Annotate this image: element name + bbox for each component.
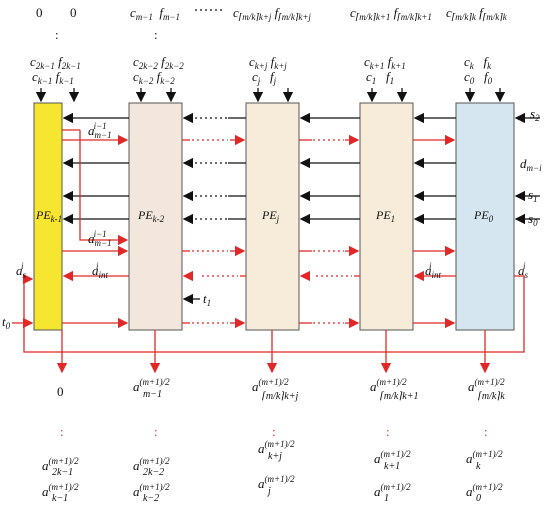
output-col4-bot: a(m+1)/2 (466, 482, 503, 499)
label-a-int-right: ainti (425, 261, 442, 280)
vdots-out-1: : (154, 424, 158, 439)
output-col4-bot-sub: 0 (476, 493, 481, 504)
top-c-2k-2: c2k−2 f2k−2 (133, 54, 184, 71)
label-a-s-left: asi (16, 261, 27, 280)
output-col1-top-sub: m−1 (143, 389, 162, 400)
output-col3-top-sub: ⌈m/k⌉k+1 (380, 391, 419, 402)
top-c-ceil-k: c⌈m/k⌉k f⌈m/k⌉k (446, 5, 507, 22)
output-col2-mid: a(m+1)/2 (258, 439, 295, 456)
output-col0-mid: a(m+1)/2 (42, 456, 79, 473)
pe-label-k-2: PEk-2 (138, 208, 165, 224)
output-col3-mid-sub: k+1 (384, 461, 401, 472)
vdots-top-0: : (55, 27, 59, 42)
output-col3-bot-sub: 1 (384, 493, 389, 504)
input-t0: t0 (2, 314, 11, 331)
output-col4-top-sub: ⌈m/k⌉k (478, 391, 505, 402)
output-col1-bot-sub: k−2 (143, 493, 160, 504)
output-col1-top: a(m+1)/2 (133, 377, 170, 394)
top-zero-left: 0 (36, 5, 43, 20)
pe-label-0: PE0 (474, 208, 494, 224)
output-col1-bot: a(m+1)/2 (133, 482, 170, 499)
input-dmi: dm−i (520, 156, 542, 173)
vdots-out-4: : (484, 424, 488, 439)
label-a-int-left: ainti (92, 261, 109, 280)
output-col2-top-sub: ⌈m/k⌉k+j (262, 391, 299, 402)
output-col0-mid-sub: 2k−1 (52, 467, 74, 478)
top-c-ceil-k-1: c⌈m/k⌉k+1 f⌈m/k⌉k+1 (350, 5, 432, 22)
input-s1: s1 (528, 187, 538, 204)
top-c-2k-1: c2k−1 f2k−1 (30, 54, 81, 71)
output-col4-mid: a(m+1)/2 (466, 449, 503, 466)
pe-label-k-1: PEk-1 (36, 208, 63, 224)
pe-j-box (245, 102, 300, 331)
output-col2-bot: a(m+1)/2 (258, 474, 295, 491)
output-col1-mid: a(m+1)/2 (133, 456, 170, 473)
output-col0-bot-sub: k−1 (52, 493, 69, 504)
output-col3-top: a(m+1)/2 (370, 377, 407, 394)
top-c-k-1b: ck+1 fk+1 (364, 54, 406, 71)
output-col2-mid-sub: k+j (268, 451, 282, 462)
top-c-ceil-k-j: c⌈m/k⌉k+j f⌈m/k⌉k+j (233, 5, 311, 22)
top-c-0: c0 f0 (464, 69, 493, 86)
pe-label-1: PE1 (376, 208, 396, 224)
top-c-k-1: ck−1 fk−1 (32, 69, 74, 86)
label-a-m1-bot: am−1i−1 (88, 229, 112, 248)
output-col0-top: 0 (57, 384, 64, 399)
top-c-k: ck fk (464, 54, 492, 71)
pe-1-box (359, 102, 414, 331)
output-col4-top: a(m+1)/2 (468, 377, 505, 394)
top-c-k-2: ck−2 fk−2 (133, 69, 175, 86)
pe-k-2-box (128, 102, 183, 331)
vdots-out-3: : (386, 424, 390, 439)
output-col0-bot: a(m+1)/2 (42, 482, 79, 499)
top-c-j: cj fj (252, 69, 277, 86)
top-c-1: c1 f1 (366, 69, 395, 86)
output-col1-mid-sub: 2k−2 (143, 467, 165, 478)
vdots-out-0: : (60, 424, 64, 439)
output-col2-bot-sub: j (268, 486, 271, 497)
pe-label-j: PEj (262, 208, 280, 224)
top-zero-right: 0 (70, 5, 77, 20)
pe-0-box (455, 102, 515, 331)
input-s2: s2 (530, 106, 540, 123)
output-col3-mid: a(m+1)/2 (374, 449, 411, 466)
vdots-out-2: : (272, 424, 276, 439)
label-a-m1-top: am−1i−1 (88, 121, 112, 140)
output-col3-bot: a(m+1)/2 (374, 482, 411, 499)
output-col2-top: a(m+1)/2 (252, 377, 289, 394)
pe-k-1-box (33, 102, 63, 331)
input-s0: s0 (528, 211, 538, 228)
label-a-s-right: asi (518, 261, 529, 280)
top-c-k-j: ck+j fk+j (249, 54, 287, 71)
top-c-m-1: cm−1 fm−1 (130, 5, 181, 22)
input-t1: t1 (203, 291, 212, 308)
vdots-top-1: : (154, 27, 158, 42)
output-col4-mid-sub: k (476, 461, 481, 472)
